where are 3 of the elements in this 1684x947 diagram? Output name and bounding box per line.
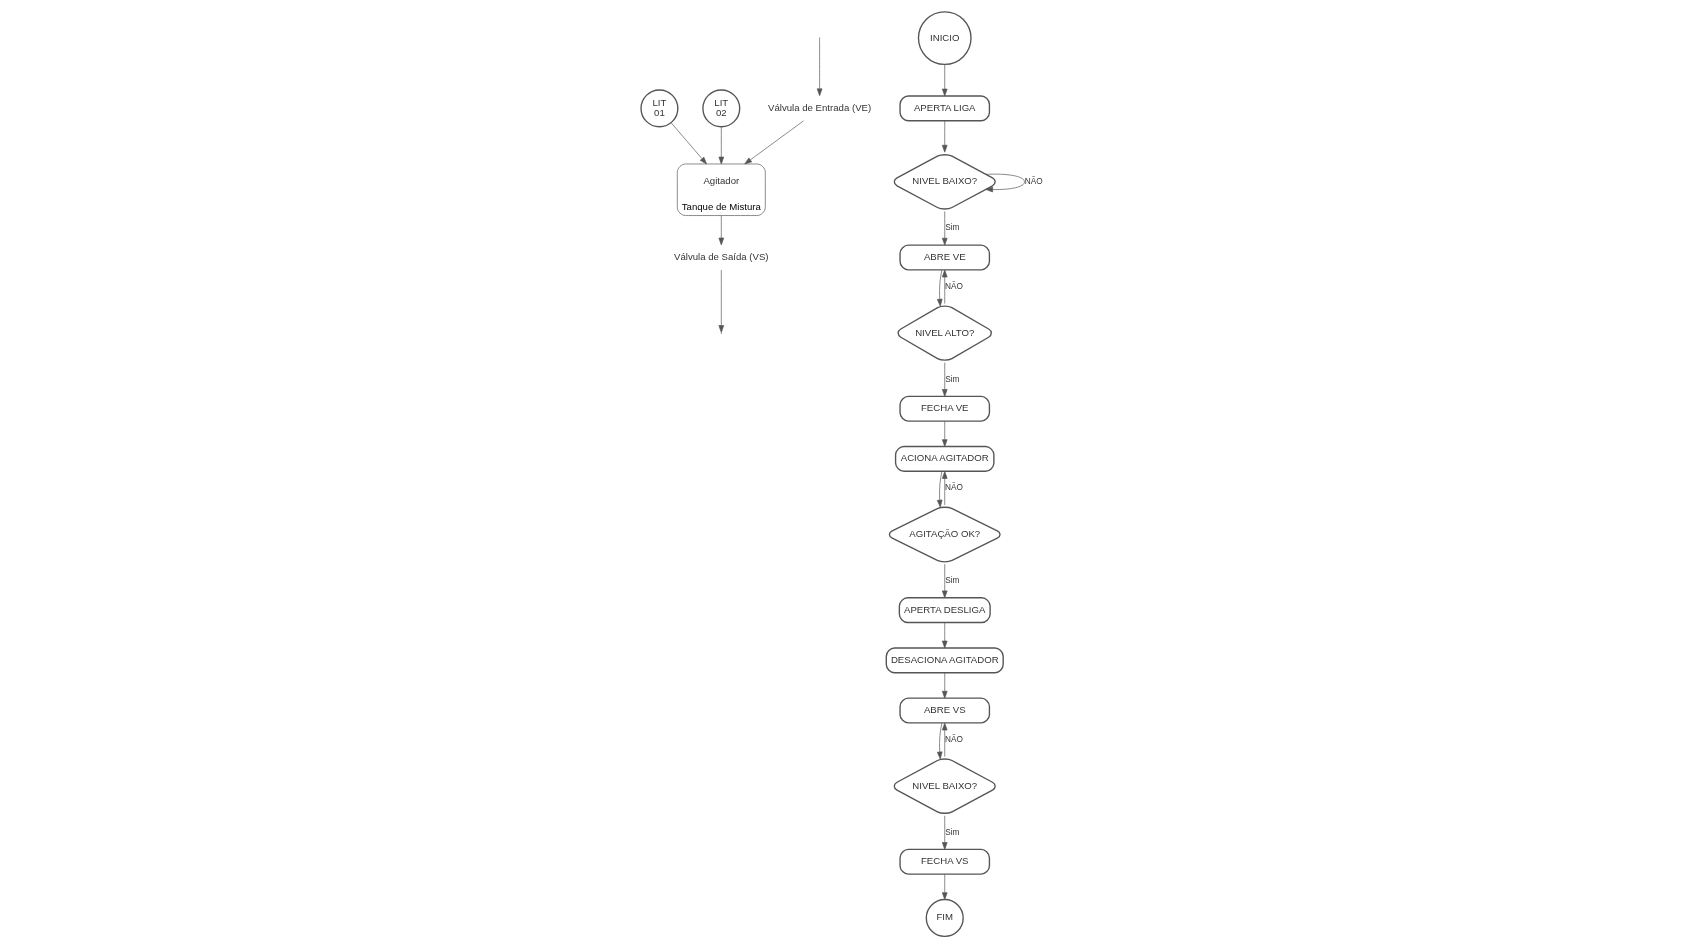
node-text: Agitador bbox=[703, 174, 740, 186]
node-text: Válvula de Entrada (VE) bbox=[768, 101, 872, 113]
node-text: Válvula de Saída (VS) bbox=[674, 250, 769, 262]
